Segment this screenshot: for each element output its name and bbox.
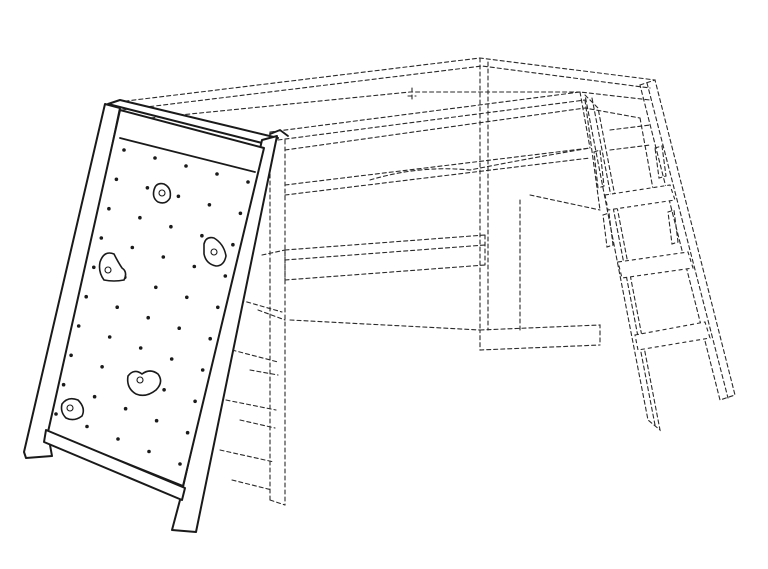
bolt-hole [145,186,150,190]
bolt-hole [115,305,119,310]
bolt-hole [69,353,73,358]
bolt-hole [231,242,235,247]
bolt-hole [200,368,205,372]
bolt-hole [154,418,159,423]
bolt-hole [162,388,166,392]
bolt-hole [116,437,120,441]
bolt-hole [123,406,128,411]
bolt-hole [246,180,250,184]
bolt-hole [238,211,243,216]
bolt-hole [200,233,204,238]
climbing-hold-3 [98,252,127,282]
climbing-hold-4 [126,370,162,397]
bolt-hole [185,295,189,300]
ladder-dashed [584,79,736,432]
bolt-hole [161,255,166,259]
bolt-hole [122,148,126,152]
bed-corner-post [269,128,289,137]
bolt-hole [92,394,97,399]
bed-frame-dashed [117,57,656,506]
bolt-hole [177,326,181,331]
bolt-hole [223,274,228,278]
bolt-hole [185,430,190,435]
bolt-hole [193,399,197,404]
climbing-hold-1 [152,182,172,204]
climbing-wall-holes [54,148,250,466]
bolt-hole [130,245,135,250]
bolt-hole [154,285,158,290]
bolt-hole [138,346,143,350]
bolt-hole [61,382,66,387]
bolt-hole [169,357,174,361]
bolt-hole [169,224,173,229]
climbing-wall [23,99,279,533]
bolt-hole [99,236,104,240]
bolt-hole [138,215,142,220]
bolt-hole [146,315,150,320]
bolt-hole [208,336,212,341]
bolt-hole [76,324,81,328]
climbing-holds [60,182,227,421]
bolt-hole [147,449,151,454]
bolt-hole [54,412,58,416]
bolt-hole [114,177,119,182]
climbing-hold-5 [60,397,85,421]
bolt-hole [216,305,220,310]
bolt-hole [84,294,88,299]
bolt-hole [107,335,112,339]
bolt-hole [85,424,89,429]
bolt-hole [178,462,182,466]
bolt-hole [100,365,104,369]
bolt-hole [215,172,219,176]
bolt-hole [176,194,181,199]
bolt-hole [153,156,157,160]
climbing-hold-2 [203,236,227,267]
bolt-hole [92,265,96,270]
bolt-hole [207,203,212,207]
bolt-hole [192,264,197,269]
bolt-hole [107,206,111,211]
bolt-hole [184,164,188,168]
